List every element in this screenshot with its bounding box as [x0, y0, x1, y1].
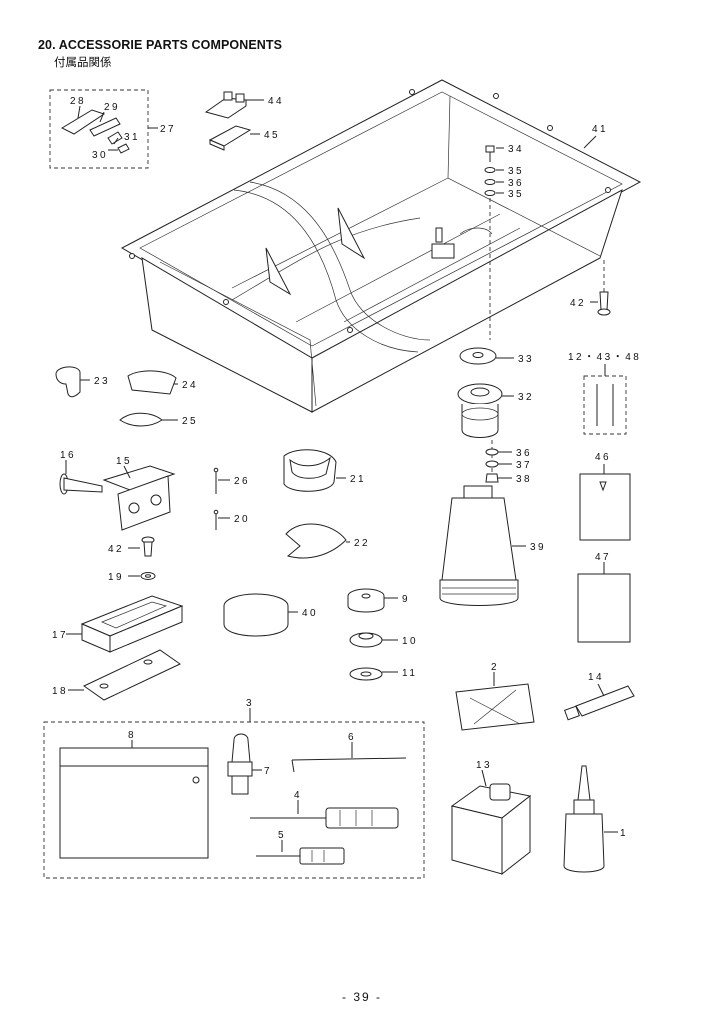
part-45-block — [208, 125, 260, 151]
label-5: 5 — [278, 830, 286, 841]
label-20: 20 — [234, 514, 250, 525]
part-10-cap — [349, 632, 398, 648]
part-9-bobbin — [347, 588, 398, 613]
part-42-screw-left — [128, 536, 155, 557]
part-6-rod — [291, 742, 407, 773]
label-42-a: 42 — [108, 544, 124, 555]
label-30: 30 — [92, 150, 108, 161]
label-18: 18 — [52, 686, 68, 697]
label-7: 7 — [264, 766, 272, 777]
part-4-screwdriver — [250, 800, 399, 829]
part-18-plate — [68, 649, 181, 701]
label-17: 17 — [52, 630, 68, 641]
label-42-b: 42 — [570, 298, 586, 309]
label-33: 33 — [518, 354, 534, 365]
label-2: 2 — [491, 662, 499, 673]
part-32-cap — [457, 383, 514, 438]
label-13: 13 — [476, 760, 492, 771]
label-27: 27 — [160, 124, 176, 135]
part-46-sheet — [579, 464, 631, 541]
part-34-36-fasteners — [484, 145, 504, 340]
part-14-tube — [564, 683, 635, 721]
label-38: 38 — [516, 474, 532, 485]
part-1-oiler — [563, 765, 618, 873]
page-subtitle: 付属品関係 — [54, 55, 112, 69]
label-23: 23 — [94, 376, 110, 387]
part-11-washer — [349, 667, 398, 681]
label-32: 32 — [518, 392, 534, 403]
part-39-bottle — [439, 485, 526, 606]
label-16: 16 — [60, 450, 76, 461]
label-36-a: 36 — [508, 178, 524, 189]
part-13-oil-can — [450, 769, 532, 876]
part-19-washer — [128, 572, 156, 580]
part-7-cap — [227, 733, 262, 795]
label-24: 24 — [182, 380, 198, 391]
part-36-38-washers — [485, 440, 512, 483]
part-5-screwdriver — [256, 840, 345, 865]
part-17-holder — [66, 595, 184, 653]
page-number: - 39 - — [341, 990, 382, 1004]
page-title: 20. ACCESSORIE PARTS COMPONENTS — [38, 38, 283, 52]
label-22: 22 — [354, 538, 370, 549]
part-44-bracket — [204, 91, 264, 119]
label-14: 14 — [588, 672, 604, 683]
label-12-43-48: 12・43・48 — [568, 352, 641, 363]
label-9: 9 — [402, 594, 410, 605]
label-26: 26 — [234, 476, 250, 487]
part-group-27 — [49, 89, 158, 169]
label-37: 37 — [516, 460, 532, 471]
part-47-sheet — [577, 562, 631, 643]
part-40-disc — [223, 593, 298, 637]
part-42-screw-right — [590, 260, 611, 316]
part-33-disc — [459, 347, 514, 365]
label-39: 39 — [530, 542, 546, 553]
label-28: 28 — [70, 96, 86, 107]
label-45: 45 — [264, 130, 280, 141]
label-3: 3 — [246, 698, 254, 709]
label-15: 15 — [116, 456, 132, 467]
part-16-screw — [59, 460, 103, 495]
label-35-a: 35 — [508, 166, 524, 177]
label-47: 47 — [595, 552, 611, 563]
part-group-3 — [43, 708, 425, 879]
label-44: 44 — [268, 96, 284, 107]
part-21-cap — [283, 449, 346, 492]
label-29: 29 — [104, 102, 120, 113]
part-25 — [119, 412, 178, 427]
part-20-pin — [213, 509, 230, 530]
part-26-pin — [213, 467, 230, 494]
label-34: 34 — [508, 144, 524, 155]
part-8-bag — [59, 740, 209, 859]
label-6: 6 — [348, 732, 356, 743]
part-23 — [55, 366, 90, 398]
part-2-cloth — [455, 672, 535, 731]
label-41: 41 — [592, 124, 608, 135]
label-31: 31 — [124, 132, 140, 143]
label-25: 25 — [182, 416, 198, 427]
label-46: 46 — [595, 452, 611, 463]
label-19: 19 — [108, 572, 124, 583]
part-15-bracket — [102, 465, 176, 531]
label-10: 10 — [402, 636, 418, 647]
part-22-sheet — [285, 523, 350, 559]
label-21: 21 — [350, 474, 366, 485]
label-35-b: 35 — [508, 189, 524, 200]
label-1: 1 — [620, 828, 628, 839]
part-12-43-48-needles — [583, 364, 627, 435]
label-36-b: 36 — [516, 448, 532, 459]
part-24 — [127, 370, 178, 395]
label-11: 11 — [402, 668, 417, 679]
label-8: 8 — [128, 730, 136, 741]
label-40: 40 — [302, 608, 318, 619]
label-4: 4 — [294, 790, 302, 801]
part-41-oil-pan — [120, 79, 642, 413]
